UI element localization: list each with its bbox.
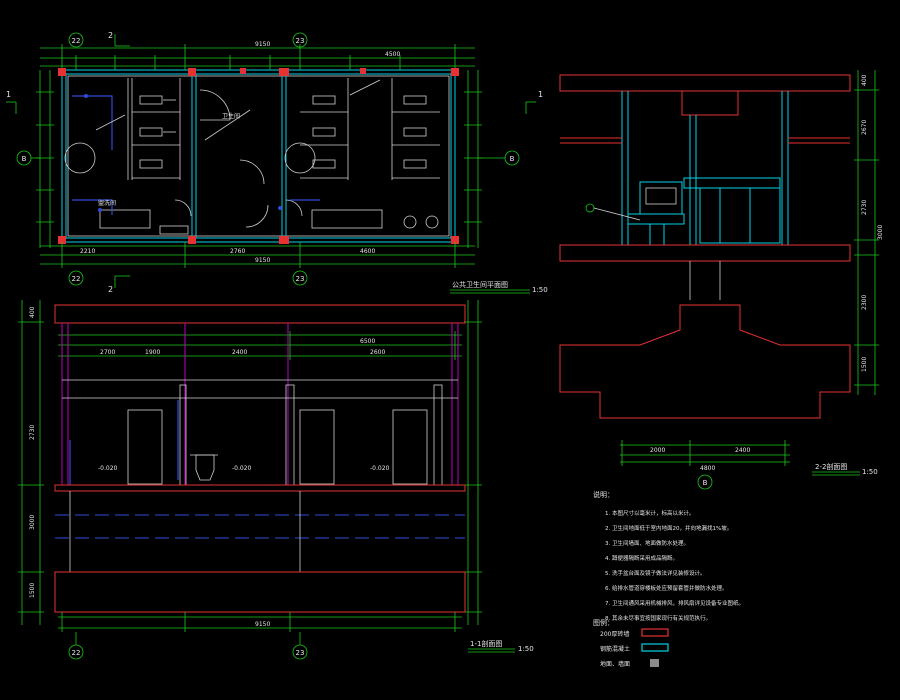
note-item: 7. 卫生间通风采用机械排风，排风扇详见设备专业图纸。 (605, 599, 744, 607)
plan-stalls-left (127, 78, 181, 180)
legend-swatch-brick (641, 628, 669, 637)
sec22-dim-v-5: 2300 (861, 295, 868, 310)
legend-label-concrete: 钢筋混凝土 (600, 645, 630, 653)
plan-dim-total-top: 9150 (255, 41, 270, 48)
column (58, 68, 66, 76)
sec22-foundation (559, 304, 851, 419)
sec22-dim-v-3: 2730 (861, 200, 868, 215)
plan-dim-bottom-2: 2760 (230, 248, 245, 255)
sec11-roof-slab (54, 304, 466, 324)
plan-dim-bottom-1: 2210 (80, 248, 95, 255)
round-basin-left (64, 142, 96, 174)
legend-heading: 图例： (593, 618, 614, 627)
room-label-toilet: 卫生间 (222, 112, 240, 120)
sec11-dim-v-4: 1500 (29, 583, 36, 598)
sec22-dim-v-4: 3000 (877, 225, 884, 240)
sec11-dim-total: 9150 (255, 621, 270, 628)
floor-plan: 22 23 9150 4500 2 B B 1 1 (6, 31, 548, 294)
axis-label-b-left: B (22, 155, 27, 163)
legend: 图例： 200厚砖墙 钢筋混凝土 地面、墙面 (593, 618, 669, 668)
sec22-dim-v-6: 1500 (861, 357, 868, 372)
sec22-axis-b (697, 474, 713, 490)
note-item: 3. 卫生间墙面、地面做防水处理。 (605, 539, 689, 547)
sec11-floor-slab (54, 484, 466, 492)
notes-heading: 说明： (593, 490, 614, 499)
sec11-foundation (54, 571, 466, 613)
plan-top-ticks (61, 44, 456, 70)
axis-bubble-23-bottom (292, 270, 308, 286)
legend-swatch-finish (650, 659, 659, 667)
sec11-dim-top-2: 1900 (145, 349, 160, 356)
design-notes: 说明： 1. 本图尺寸以毫米计，标高以米计。 2. 卫生间地面低于室内地面20，… (593, 490, 744, 622)
axis-bubble-23-top (292, 32, 308, 48)
note-item: 8. 其余未尽事宜按国家现行有关规范执行。 (605, 614, 711, 622)
note-item: 5. 洗手盆台面及镜子做法详见装修设计。 (605, 569, 706, 577)
sec11-axis-label-22: 22 (72, 649, 81, 657)
sec22-title: 2-2剖面图 (815, 462, 847, 471)
round-basin-right (284, 142, 316, 174)
plan-scale: 1:50 (532, 286, 548, 294)
note-item: 2. 卫生间地面低于室内地面20，并向地漏找1%坡。 (605, 524, 732, 532)
sec22-floor-slab (559, 244, 851, 262)
sec22-dim-v-2: 2670 (861, 120, 868, 135)
plan-stalls-right (300, 78, 440, 180)
sec22-dim-bottom-total: 4800 (700, 465, 715, 472)
axis-label-22-top: 22 (72, 37, 81, 45)
sec22-roof-slab (559, 74, 851, 92)
sec11-door-1 (127, 409, 163, 485)
plan-outer-wall (61, 69, 456, 243)
sec22-axis-label-b: B (703, 479, 708, 487)
section-mark-1-left: 1 (6, 90, 11, 99)
sec11-toilet (195, 454, 215, 481)
sec11-dim-top-4: 2600 (370, 349, 385, 356)
note-item: 1. 本图尺寸以毫米计，标高以米计。 (605, 509, 695, 517)
water-pipe (72, 95, 113, 150)
sec22-scale: 1:50 (862, 468, 878, 476)
plan-title: 公共卫生间平面图 (452, 280, 508, 289)
sec22-dim-bottom-1: 2000 (650, 447, 665, 454)
section-mark-2-bottom: 2 (108, 285, 113, 294)
section-mark-1-right: 1 (538, 90, 543, 99)
legend-swatch-concrete (641, 643, 669, 652)
sec11-dim-sub: 6500 (360, 338, 375, 345)
sec11-dim-v-1: 400 (29, 306, 36, 318)
plan-dim-total-bottom: 9150 (255, 257, 270, 264)
sec11-elev-right: -0.020 (370, 465, 390, 472)
plan-dim-sub-top: 4500 (385, 51, 400, 58)
legend-label-finish: 地面、墙面 (600, 660, 630, 668)
vanity-counter (99, 209, 151, 229)
axis-label-22-bottom: 22 (72, 275, 81, 283)
sec22-dim-bottom-2: 2400 (735, 447, 750, 454)
section-mark-2-top: 2 (108, 31, 113, 40)
sec22-dim-v-1: 400 (861, 74, 868, 86)
sec11-axis-label-23: 23 (296, 649, 305, 657)
sec11-elev-mid: -0.020 (232, 465, 252, 472)
axis-label-23-bottom: 23 (296, 275, 305, 283)
note-item: 6. 给排水管道穿楼板处应预留套管并做防水处理。 (605, 584, 728, 592)
sec11-elev-left: -0.020 (98, 465, 118, 472)
sec22-cabinet (699, 187, 781, 244)
axis-label-23-top: 23 (296, 37, 305, 45)
door-swing (199, 89, 231, 121)
sec11-dim-top-1: 2700 (100, 349, 115, 356)
section-2-2: 400 2670 2730 3000 2300 1500 (559, 70, 884, 490)
note-item: 4. 蹲便器隔断采用成品隔断。 (605, 554, 678, 562)
sec11-dim-v-3: 3000 (29, 515, 36, 530)
sec11-dim-v-2: 2730 (29, 425, 36, 440)
axis-bubble-22-top (68, 32, 84, 48)
sec11-title: 1-1剖面图 (470, 639, 502, 648)
sec11-scale: 1:50 (518, 645, 534, 653)
plan-dim-bottom-3: 4600 (360, 248, 375, 255)
axis-label-b-right: B (510, 155, 515, 163)
room-label-washroom: 盥洗间 (98, 199, 116, 207)
axis-bubble-22-bottom (68, 270, 84, 286)
section-1-1: 2730 3000 1500 400 6500 2700 1900 2400 2… (18, 300, 534, 660)
sec11-dim-top-3: 2400 (232, 349, 247, 356)
legend-label-brick: 200厚砖墙 (600, 630, 629, 638)
